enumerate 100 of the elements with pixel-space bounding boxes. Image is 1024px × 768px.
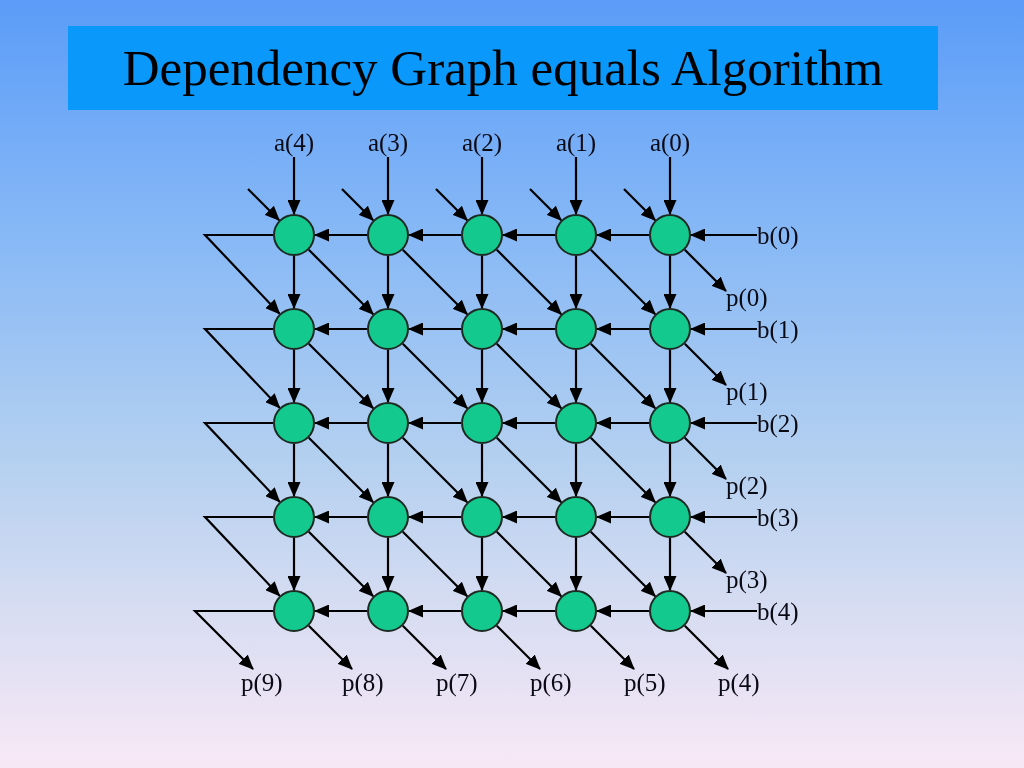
arrow [569, 538, 583, 591]
arrow [502, 416, 555, 430]
arrow [475, 350, 489, 403]
arrow [475, 444, 489, 497]
node-circle [461, 214, 503, 256]
arrow [684, 531, 727, 574]
arrow [341, 188, 374, 221]
arrow [590, 343, 656, 409]
arrow [529, 188, 562, 221]
arrow [569, 157, 583, 215]
arrow [402, 343, 468, 409]
arrow [287, 157, 301, 215]
node-circle [367, 590, 409, 632]
arrow [408, 510, 461, 524]
arrow [496, 249, 562, 315]
arrow [381, 157, 395, 215]
arrow [408, 322, 461, 336]
arrow [287, 538, 301, 591]
arrow [569, 444, 583, 497]
arrow [381, 538, 395, 591]
arrow [381, 350, 395, 403]
arrow [308, 343, 374, 409]
arrow [496, 343, 562, 409]
arrow [408, 416, 461, 430]
arrow [596, 416, 649, 430]
node-circle [273, 590, 315, 632]
arrow [402, 437, 468, 503]
arrow [502, 604, 555, 618]
arrow [408, 604, 461, 618]
input-label: b(0) [757, 222, 799, 250]
arrow [475, 256, 489, 309]
input-label: b(3) [757, 504, 799, 532]
arrow [596, 510, 649, 524]
arrow [408, 228, 461, 242]
input-label: a(1) [555, 129, 597, 157]
arrow [690, 604, 757, 618]
node-circle [555, 308, 597, 350]
arrow [287, 350, 301, 403]
arrow [202, 515, 281, 597]
node-circle [461, 402, 503, 444]
node-circle [367, 496, 409, 538]
node-circle [461, 590, 503, 632]
arrow [202, 327, 281, 409]
arrow [569, 256, 583, 309]
arrow [663, 444, 677, 497]
node-circle [273, 402, 315, 444]
node-circle [367, 214, 409, 256]
node-circle [649, 496, 691, 538]
arrow [202, 421, 281, 503]
input-label: a(0) [649, 129, 691, 157]
node-circle [273, 496, 315, 538]
arrow [314, 416, 367, 430]
output-label: p(1) [726, 378, 768, 406]
arrow [596, 322, 649, 336]
arrow [308, 625, 353, 670]
arrow [202, 233, 281, 315]
arrow [435, 188, 468, 221]
arrow [684, 249, 727, 292]
arrow [496, 625, 541, 670]
arrow [475, 538, 489, 591]
output-label: p(3) [726, 566, 768, 594]
arrow [314, 322, 367, 336]
arrow [502, 228, 555, 242]
arrow [402, 531, 468, 597]
node-circle [649, 214, 691, 256]
input-label: a(2) [461, 129, 503, 157]
output-label: p(7) [436, 669, 478, 697]
arrow [475, 157, 489, 215]
arrow [684, 343, 727, 386]
arrow [192, 609, 273, 670]
input-label: b(2) [757, 410, 799, 438]
arrow [690, 322, 757, 336]
arrow [596, 228, 649, 242]
output-label: p(9) [241, 669, 283, 697]
node-circle [367, 402, 409, 444]
node-circle [649, 402, 691, 444]
input-label: b(4) [757, 598, 799, 626]
arrow [590, 531, 656, 597]
input-label: a(4) [273, 129, 315, 157]
arrow [314, 228, 367, 242]
arrow [247, 188, 280, 221]
node-circle [367, 308, 409, 350]
arrow [590, 437, 656, 503]
node-circle [461, 308, 503, 350]
node-circle [649, 308, 691, 350]
arrow [663, 350, 677, 403]
output-label: p(6) [530, 669, 572, 697]
node-circle [555, 590, 597, 632]
output-label: p(0) [726, 284, 768, 312]
output-label: p(2) [726, 472, 768, 500]
arrow [684, 625, 729, 670]
arrow [496, 531, 562, 597]
node-circle [555, 214, 597, 256]
arrow [623, 188, 656, 221]
arrow [502, 322, 555, 336]
arrow [402, 625, 447, 670]
arrow [690, 228, 757, 242]
output-label: p(8) [342, 669, 384, 697]
arrow [684, 437, 727, 480]
arrow [381, 444, 395, 497]
